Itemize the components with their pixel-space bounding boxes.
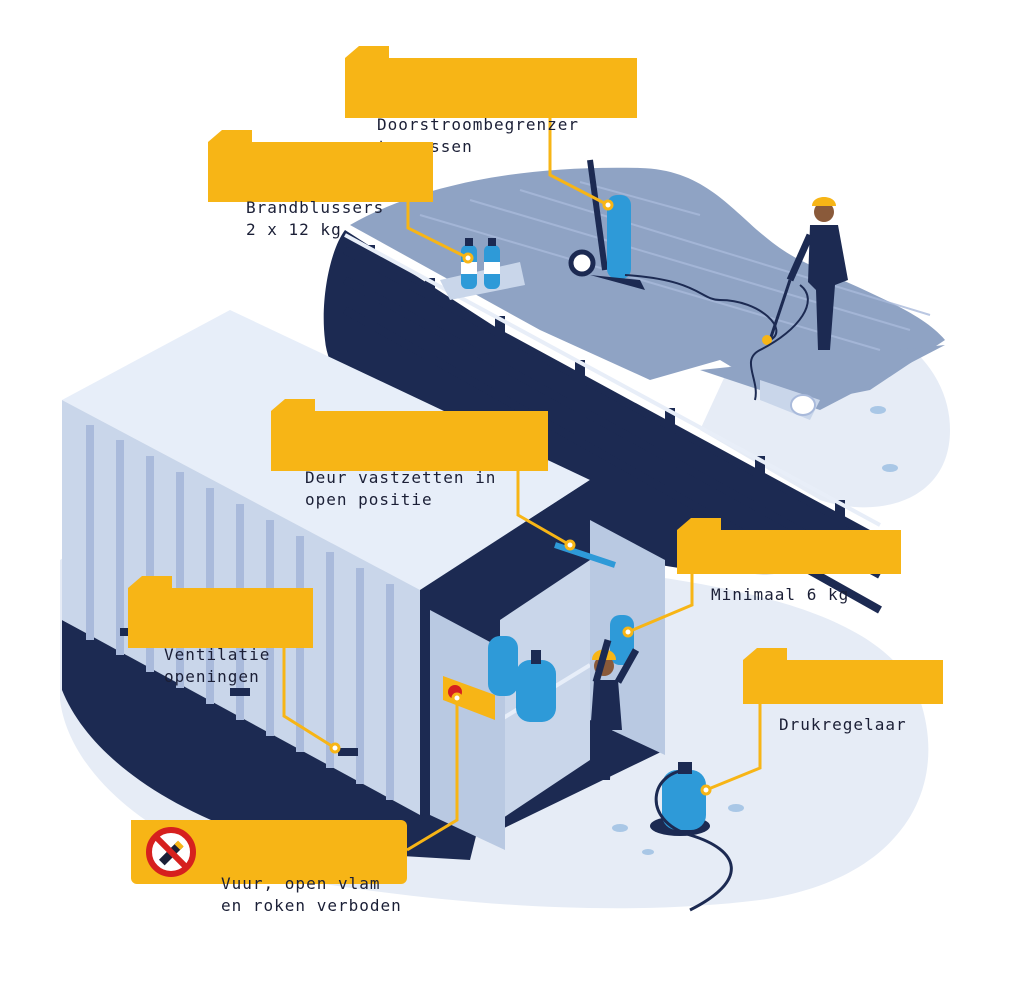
label-regulator: Drukregelaar — [743, 648, 943, 734]
label-no-fire: Vuur, open vlam en roken verboden — [131, 820, 407, 915]
no-smoking-icon — [146, 827, 196, 877]
label-regulator-text: Drukregelaar — [779, 715, 907, 734]
label-door-open-text: Deur vastzetten in open positie — [305, 468, 497, 509]
label-flow-limiter: Doorstroombegrenzer toepassen — [345, 46, 637, 156]
label-extinguishers: Brandblussers 2 x 12 kg — [208, 130, 433, 239]
gas-trolley-graphic — [568, 159, 778, 341]
roofer-graphic — [749, 197, 848, 420]
container-base — [62, 620, 480, 860]
label-minimum-text: Minimaal 6 kg — [711, 585, 850, 604]
label-extinguishers-text: Brandblussers 2 x 12 kg — [246, 198, 385, 239]
label-ventilation: Ventilatie openingen — [128, 576, 313, 686]
roof-surface-lower — [700, 345, 945, 410]
label-ventilation-text: Ventilatie openingen — [164, 645, 271, 686]
label-minimum: Minimaal 6 kg — [677, 518, 901, 604]
worker-graphic — [590, 639, 640, 780]
roof-surface — [350, 167, 945, 400]
container-door — [430, 610, 505, 850]
regulator-graphic — [650, 762, 733, 912]
label-door-open: Deur vastzetten in open positie — [271, 399, 548, 509]
label-no-fire-text: Vuur, open vlam en roken verboden — [221, 874, 402, 915]
leader-lines — [282, 118, 762, 852]
